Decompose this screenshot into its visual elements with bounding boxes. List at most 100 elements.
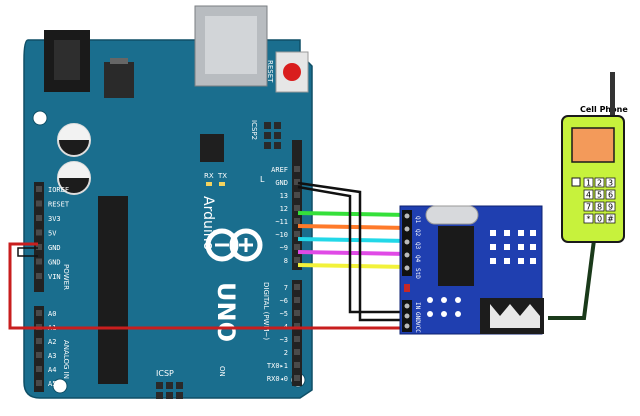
mounting-hole xyxy=(52,378,68,394)
digital-pin-label: ~3 xyxy=(280,336,288,344)
digital-pin-label: AREF xyxy=(271,166,288,174)
capacitor xyxy=(57,123,91,157)
header-pin xyxy=(36,273,42,279)
wire-gnd-branch xyxy=(297,185,408,314)
smd-component xyxy=(441,297,447,303)
wire-pin8-std xyxy=(297,263,409,269)
icsp-pin xyxy=(264,132,271,139)
digital-pin-label: ~6 xyxy=(280,297,288,305)
arduino-logo xyxy=(205,228,263,262)
header-pin xyxy=(294,323,300,329)
power-pin-label: 3V3 xyxy=(48,215,61,223)
icsp-pin xyxy=(176,392,183,399)
icsp-pin xyxy=(166,392,173,399)
audio-jack-ridges xyxy=(490,304,540,328)
wire-pin11-q2 xyxy=(297,224,409,230)
module-components xyxy=(427,230,536,317)
phone-key xyxy=(605,189,616,200)
smd-component xyxy=(455,297,461,303)
icsp-header xyxy=(156,382,183,399)
header-pin xyxy=(36,366,42,372)
smd-component xyxy=(530,258,536,264)
icsp-pin xyxy=(264,122,271,129)
phone-key xyxy=(583,201,594,212)
header-pin xyxy=(294,336,300,342)
l-label: L xyxy=(260,175,265,184)
module-pin-label: Q1 xyxy=(414,216,421,224)
icsp-pin xyxy=(156,392,163,399)
icsp2-label: ICSP2 xyxy=(250,120,258,140)
digital-label: DIGITAL (PWM~) xyxy=(262,282,270,340)
phone-key xyxy=(594,177,605,188)
icsp-pin xyxy=(274,122,281,129)
phone-key-label: 6 xyxy=(608,191,613,200)
header-pin xyxy=(36,310,42,316)
rx-label: RX xyxy=(204,172,214,180)
phone-key-label: 0 xyxy=(597,215,602,224)
phone-call-key xyxy=(571,177,581,187)
phone-key-label: 3 xyxy=(608,179,613,188)
phone-key xyxy=(583,213,594,224)
smd-component xyxy=(427,297,433,303)
phone-key xyxy=(605,201,616,212)
header-pin xyxy=(294,362,300,368)
module-pin-label: Q4 xyxy=(414,255,421,263)
header-pin xyxy=(36,244,42,250)
on-label: ON xyxy=(218,366,226,377)
module-pin-label: VCC xyxy=(414,322,421,333)
icsp-pin xyxy=(156,382,163,389)
module-pin xyxy=(404,265,410,271)
phone-key-label: 8 xyxy=(597,203,602,212)
arduino-board-body xyxy=(23,39,313,399)
header-pin xyxy=(294,349,300,355)
phone-key xyxy=(594,201,605,212)
dc-power-jack-inner xyxy=(54,40,80,80)
phone-key xyxy=(605,213,616,224)
reset-button-cap[interactable] xyxy=(283,63,301,81)
module-pin xyxy=(404,313,410,319)
header-pin xyxy=(294,231,300,237)
crystal xyxy=(425,205,479,225)
wires xyxy=(8,181,596,330)
smd-component xyxy=(455,311,461,317)
analog-header xyxy=(34,306,44,392)
tx-led xyxy=(206,182,212,186)
phone-key xyxy=(583,177,594,188)
header-pin xyxy=(294,244,300,250)
header-pin xyxy=(36,215,42,221)
phone-key xyxy=(594,213,605,224)
reset-label: RESET xyxy=(266,60,274,83)
header-pin xyxy=(294,375,300,381)
capacitor xyxy=(57,161,91,195)
module-pin-label: IN xyxy=(414,302,421,310)
digital-pin-label: 2 xyxy=(284,349,288,357)
smd-component xyxy=(427,311,433,317)
digital-pin-label: ~5 xyxy=(280,310,288,318)
module-pin xyxy=(404,226,410,232)
phone-screen xyxy=(571,127,615,163)
digital-pin-label: 7 xyxy=(284,284,288,292)
brand-label: Arduino xyxy=(200,196,216,250)
power-header xyxy=(34,182,44,292)
power-label: POWER xyxy=(62,264,70,290)
voltage-regulator xyxy=(104,62,134,98)
header-pin xyxy=(294,257,300,263)
model-label: UNO xyxy=(212,282,240,342)
module-pin xyxy=(404,252,410,258)
usb-port-inner xyxy=(205,16,257,74)
module-pin-label: StD xyxy=(414,268,421,279)
smd-component xyxy=(518,230,524,236)
module-pin xyxy=(404,303,410,309)
atmega-chip xyxy=(98,196,128,384)
digital-pin-label: 13 xyxy=(280,192,288,200)
phone-antenna xyxy=(610,72,615,118)
module-pin-label: GND xyxy=(414,312,421,323)
digital-pin-label: GND xyxy=(275,179,288,187)
digital-pin-label: 12 xyxy=(280,205,288,213)
module-pin-label: Q2 xyxy=(414,229,421,237)
